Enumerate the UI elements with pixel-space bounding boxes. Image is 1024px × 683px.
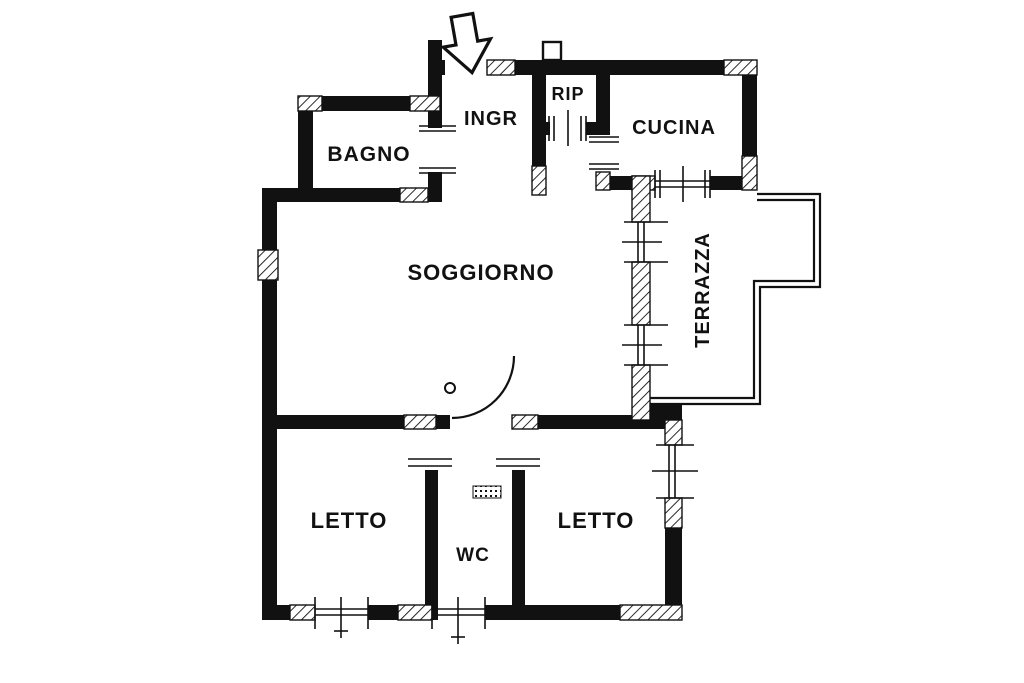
- wall-segment: [298, 96, 313, 202]
- masonry-block: [289, 604, 316, 621]
- wall-segment: [532, 60, 546, 122]
- masonry-block: [631, 175, 651, 223]
- room-label-letto-left: LETTO: [311, 508, 388, 533]
- masonry-block: [619, 604, 683, 621]
- room-label-letto-right: LETTO: [558, 508, 635, 533]
- masonry-block: [403, 414, 437, 430]
- wall-segment: [532, 122, 550, 135]
- room-labels: BAGNO INGR RIP CUCINA SOGGIORNO TERRAZZA…: [311, 84, 716, 566]
- masonry-block: [397, 604, 433, 621]
- wall-segment: [512, 470, 525, 620]
- masonry-block: [631, 364, 651, 421]
- door-threshold: [419, 125, 456, 174]
- masonry-block: [631, 261, 651, 326]
- masonry-block: [257, 249, 279, 281]
- wall-segment: [298, 96, 440, 111]
- wall-segment: [596, 60, 610, 122]
- masonry-block: [741, 155, 758, 191]
- door-threshold-ticks: [408, 110, 619, 467]
- window-symbol: [622, 221, 668, 263]
- masonry-block: [486, 59, 516, 76]
- door-swing-arc: [444, 355, 516, 420]
- room-label-terrazza: TERRAZZA: [692, 232, 714, 348]
- masonry-block: [511, 414, 539, 430]
- window-symbol: [622, 324, 668, 366]
- wall-segment: [428, 40, 442, 128]
- room-label-bagno: BAGNO: [327, 143, 410, 166]
- entrance-arrow-icon: [439, 11, 494, 76]
- wall-segment: [425, 470, 438, 620]
- door-pivot: [444, 382, 456, 394]
- masonry-block: [664, 419, 683, 446]
- room-label-soggiorno: SOGGIORNO: [407, 260, 554, 285]
- masonry-block: [297, 95, 323, 112]
- door-threshold: [496, 458, 540, 467]
- wall-segment: [586, 122, 610, 135]
- masonry-block: [595, 171, 611, 191]
- wall-segment: [428, 172, 442, 202]
- window-symbol: [652, 444, 698, 499]
- masonry-block: [409, 95, 441, 112]
- wc-threshold-grille: [472, 485, 502, 499]
- door-threshold: [408, 458, 452, 467]
- masonry-hatch-blocks: [257, 59, 758, 621]
- parapet-outer-line: [650, 192, 822, 406]
- parapet-inner-line: [650, 198, 816, 400]
- terrace-parapet: [650, 192, 822, 406]
- wall-segment: [487, 60, 757, 75]
- masonry-block: [399, 187, 429, 203]
- window-symbol: [654, 166, 711, 202]
- window-symbol: [431, 597, 486, 644]
- wall-segment: [262, 188, 277, 620]
- entrance-arrow-shape: [439, 11, 494, 76]
- wall-segment: [262, 188, 428, 202]
- room-label-ingr: INGR: [464, 108, 518, 130]
- room-label-cucina: CUCINA: [632, 117, 716, 139]
- room-label-rip: RIP: [551, 84, 584, 104]
- wall-segment: [428, 60, 445, 75]
- door-threshold: [589, 136, 619, 170]
- masonry-block: [531, 165, 547, 196]
- window-symbol: [314, 597, 369, 638]
- door-arc: [451, 355, 516, 420]
- window-symbols: [314, 166, 711, 644]
- wall-notch: [541, 40, 563, 62]
- door-threshold: [548, 110, 587, 146]
- room-label-wc: WC: [456, 545, 490, 566]
- masonry-block: [723, 59, 758, 76]
- masonry-block: [664, 497, 683, 529]
